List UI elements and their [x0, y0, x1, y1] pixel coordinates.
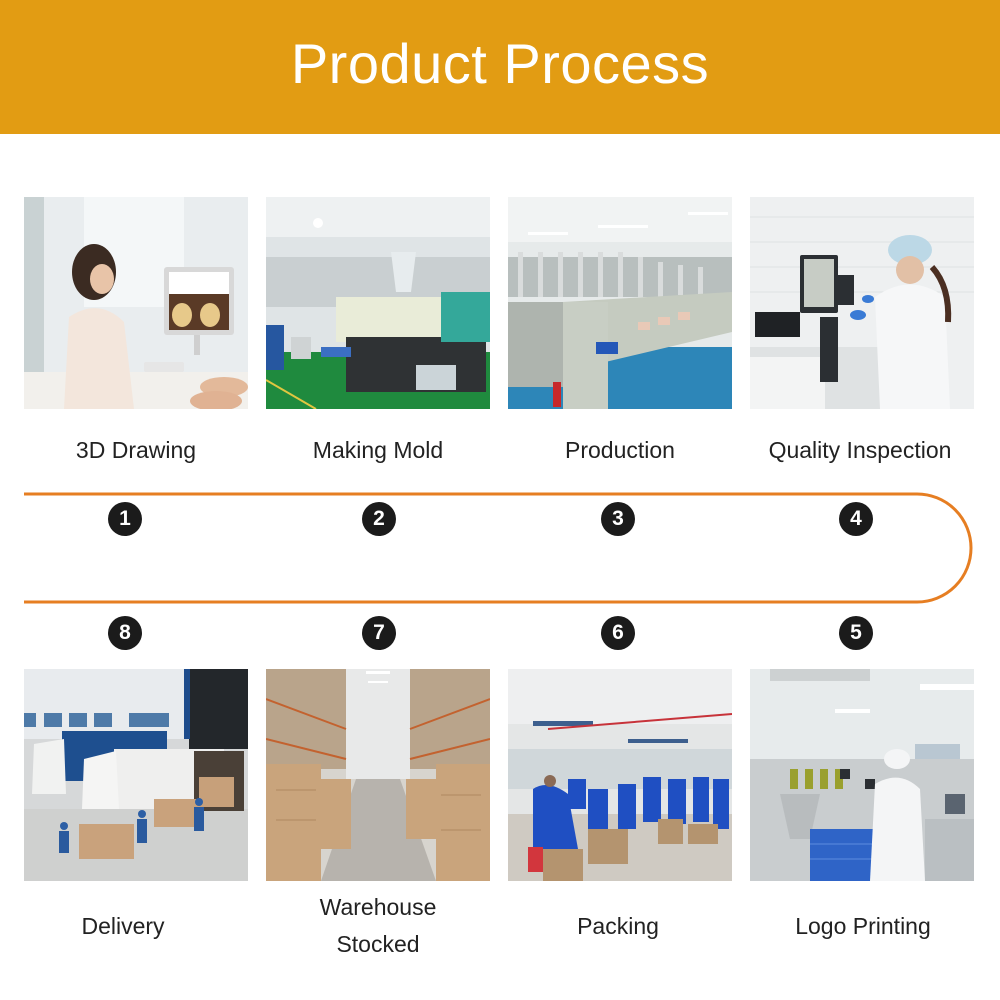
step-5-number-badge: 5 [839, 616, 873, 650]
step-7-label-line-1: Warehouse [319, 894, 437, 920]
step-6-number-badge: 6 [601, 616, 635, 650]
step-7-number-badge: 7 [362, 616, 396, 650]
step-3-image [508, 197, 732, 409]
step-3-number-badge: 3 [601, 502, 635, 536]
step-4-number-badge: 4 [839, 502, 873, 536]
step-4-label: Quality Inspection [768, 437, 952, 463]
header-banner: Product Process [0, 0, 1000, 134]
step-5-image [750, 669, 974, 881]
step-3-label: Production [565, 437, 675, 463]
step-8-label: Delivery [81, 913, 165, 939]
step-6-label: Packing [577, 913, 659, 939]
step-7-label: Warehouse Stocked [258, 889, 498, 963]
step-2-image [266, 197, 490, 409]
step-1-number-badge: 1 [108, 502, 142, 536]
step-7-label-line-2: Stocked [336, 931, 420, 957]
step-5-label: Logo Printing [795, 913, 931, 939]
step-6-image [508, 669, 732, 881]
step-1-image [24, 197, 248, 409]
step-1-label: 3D Drawing [75, 437, 197, 463]
step-8-number-badge: 8 [108, 616, 142, 650]
step-8-image [24, 669, 248, 881]
page-title: Product Process [290, 31, 710, 95]
step-7-image [266, 669, 490, 881]
step-4-image [750, 197, 974, 409]
step-2-number-badge: 2 [362, 502, 396, 536]
process-flow-track [24, 492, 973, 604]
step-2-label: Making Mold [312, 437, 444, 463]
